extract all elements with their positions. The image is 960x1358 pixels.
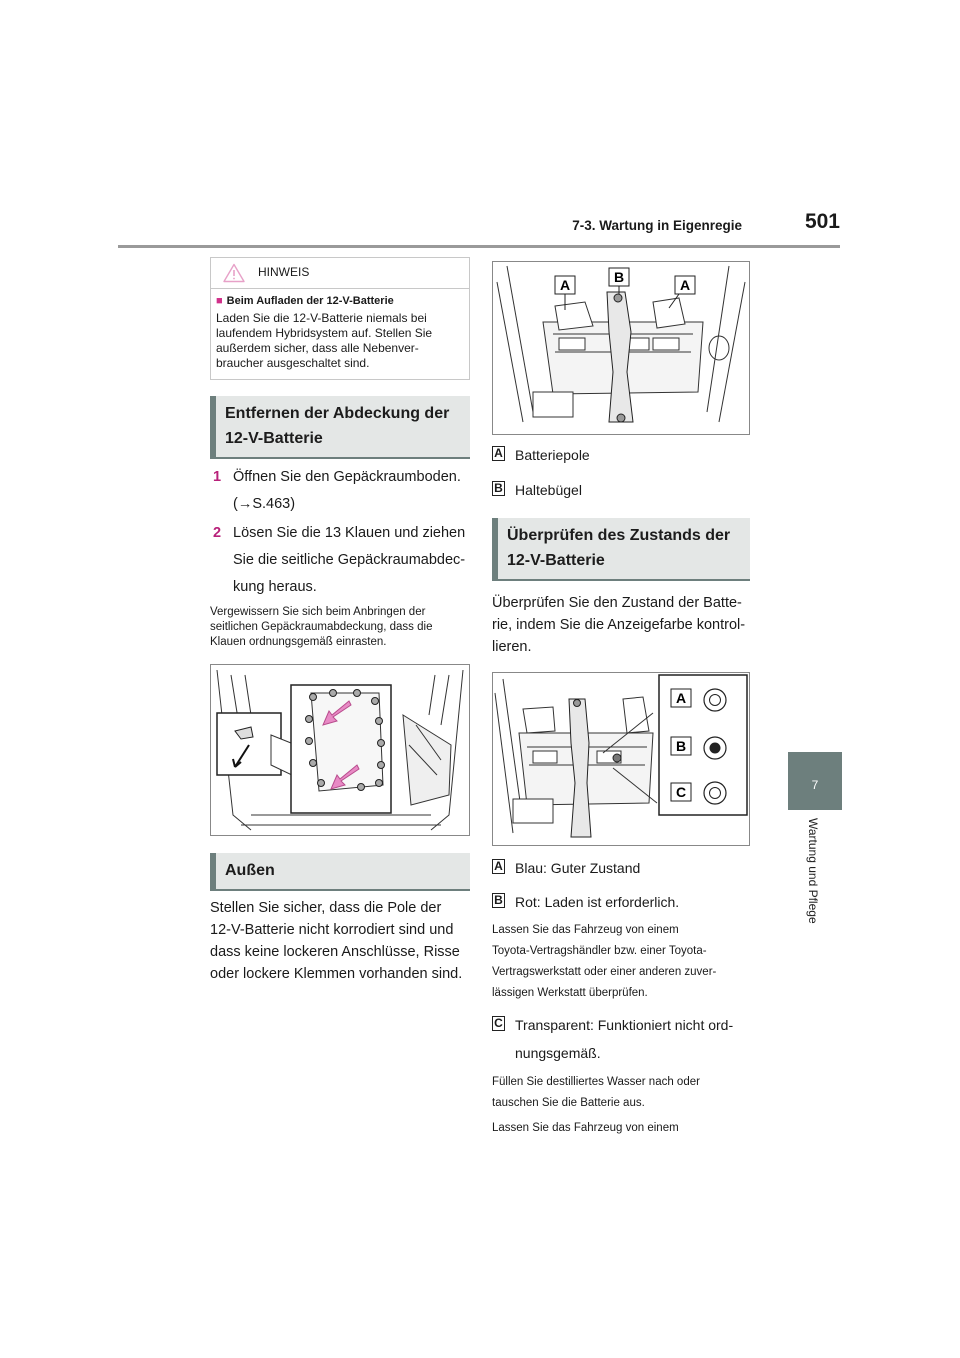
notice-box: HINWEIS ■Beim Aufladen der 12-V-Batterie… bbox=[210, 257, 470, 380]
notice-title: HINWEIS bbox=[258, 265, 310, 279]
notice-line: braucher ausgeschaltet sind. bbox=[216, 356, 370, 370]
legend-battery-terminals: A Batteriepole bbox=[492, 444, 750, 466]
transparent-note: Füllen Sie destilliertes Wasser nach ode… bbox=[492, 1076, 700, 1134]
indicator-eye bbox=[612, 753, 622, 763]
outside-text: Stellen Sie sicher, dass die Pole der 12… bbox=[210, 900, 463, 982]
claw-points bbox=[305, 689, 385, 791]
hold-down-bracket bbox=[606, 291, 634, 423]
section-heading-outside: Außen bbox=[210, 853, 470, 891]
legend-letter: C bbox=[492, 1016, 505, 1031]
section-title: 7-3. Wartung in Eigenregie bbox=[572, 218, 742, 233]
step-1: 1 Öffnen Sie den Gepäckraumboden. (→S.46… bbox=[210, 466, 470, 515]
trunk-claws-illustration bbox=[210, 664, 470, 836]
notice-header: HINWEIS bbox=[211, 258, 469, 289]
notice-line: außerdem sicher, dass alle Nebenver- bbox=[216, 341, 419, 355]
svg-text:C: C bbox=[676, 784, 686, 800]
callout-a-left: A bbox=[554, 275, 576, 310]
legend-blue-good: A Blau: Guter Zustand bbox=[492, 857, 750, 879]
battery-drawing: A B A bbox=[496, 265, 746, 423]
trunk-drawing bbox=[216, 669, 464, 831]
section-heading-check-condition: Überprüfen des Zustands der 12-V-Batteri… bbox=[492, 518, 750, 581]
right-column: A B A A Batteriepole B Haltebügel Übe bbox=[492, 261, 750, 1139]
svg-text:B: B bbox=[676, 738, 686, 754]
page-number: 501 bbox=[804, 210, 840, 233]
section-heading-remove-cover: Entfernen der Abdeckung der 12-V-Batteri… bbox=[210, 396, 470, 459]
battery-terminals-illustration: A B A bbox=[492, 261, 750, 435]
legend-letter: A bbox=[492, 859, 505, 874]
legend-letter: B bbox=[492, 481, 505, 496]
notice-line: Laden Sie die 12-V-Batterie niemals bei bbox=[216, 311, 427, 325]
step-number: 2 bbox=[213, 525, 222, 541]
zoom-inset bbox=[216, 712, 297, 778]
legend-bracket: B Haltebügel bbox=[492, 479, 750, 501]
indicator-drawing: A B C bbox=[494, 674, 748, 838]
square-bullet-icon: ■ bbox=[216, 295, 223, 307]
cover-note: Vergewissern Sie sich beim Anbringen der… bbox=[210, 606, 433, 648]
left-column: HINWEIS ■Beim Aufladen der 12-V-Batterie… bbox=[210, 257, 470, 985]
legend-letter: A bbox=[492, 446, 505, 461]
step-number: 1 bbox=[213, 469, 222, 485]
indicator-bracket bbox=[568, 698, 592, 838]
warning-triangle-icon bbox=[223, 263, 245, 283]
notice-subheading: ■Beim Aufladen der 12-V-Batterie bbox=[216, 295, 394, 307]
notice-line: laufendem Hybridsystem auf. Stellen Sie bbox=[216, 326, 433, 340]
legend-transparent-malfunction: C Transparent: Funktioniert nicht ord- n… bbox=[492, 1014, 750, 1064]
legend-red-charge: B Rot: Laden ist erforderlich. bbox=[492, 891, 750, 913]
indicator-legend-panel: A B C bbox=[658, 674, 748, 816]
svg-text:A: A bbox=[680, 277, 690, 293]
step-2: 2 Lösen Sie die 13 Klauen und ziehen Sie… bbox=[210, 522, 470, 598]
chapter-title: Wartung und Pflege bbox=[806, 818, 820, 924]
callout-a-right: A bbox=[668, 275, 696, 309]
pull-arrows bbox=[322, 700, 360, 790]
page-header: 7-3. Wartung in Eigenregie 501 bbox=[118, 210, 840, 248]
red-note: Lassen Sie das Fahrzeug von einem Toyota… bbox=[492, 924, 717, 999]
cover-panel bbox=[290, 684, 392, 814]
svg-text:A: A bbox=[560, 277, 570, 293]
callout-b: B bbox=[608, 267, 630, 294]
check-text: Überprüfen Sie den Zustand der Batte- ri… bbox=[492, 595, 746, 655]
page-reference-link[interactable]: (→S.463) bbox=[233, 496, 296, 512]
notice-body: Laden Sie die 12-V-Batterie niemals bei … bbox=[211, 307, 469, 371]
chapter-tab[interactable]: 7 bbox=[788, 752, 842, 810]
svg-text:A: A bbox=[676, 690, 686, 706]
svg-text:B: B bbox=[614, 269, 624, 285]
indicator-illustration: A B C bbox=[492, 672, 750, 846]
legend-letter: B bbox=[492, 893, 505, 908]
